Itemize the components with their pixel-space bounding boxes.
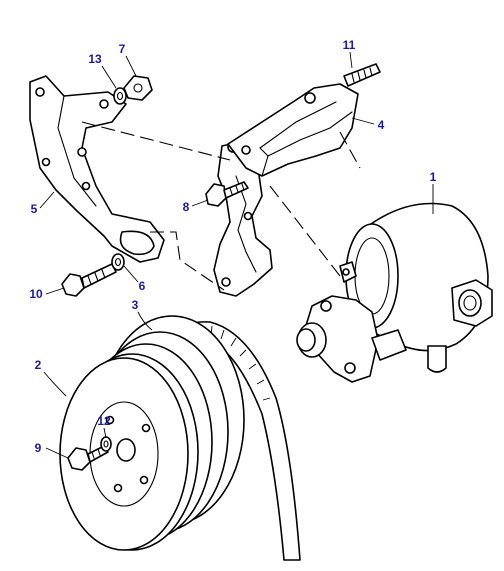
bolt-8 [205,181,249,207]
power-steering-pump [296,202,493,383]
washer-6 [111,253,125,271]
nut-7 [123,75,153,101]
crankshaft-pulley [59,315,245,551]
callout-leaders [39,51,434,459]
callout-4: 4 [378,118,385,132]
adjusting-bracket [227,83,359,177]
alignment-lines [81,121,361,291]
bolt-9 [67,445,109,471]
stud-11 [343,63,381,87]
bolt-10 [61,263,117,297]
callout-3: 3 [132,298,139,312]
callout-9: 9 [35,441,42,455]
callout-2: 2 [35,358,42,372]
callout-7: 7 [119,42,126,56]
callout-1: 1 [430,170,437,184]
washer-12 [100,436,112,452]
callout-8: 8 [183,200,190,214]
callout-11: 11 [343,38,356,52]
callout-12: 12 [97,414,111,428]
callout-10: 10 [29,287,43,301]
callout-13: 13 [88,52,102,66]
callout-numbers: 1 2 3 4 5 6 7 8 9 10 11 12 13 [29,38,436,455]
washer-13 [113,87,127,105]
callout-5: 5 [31,202,38,216]
mounting-bracket [29,75,165,263]
callout-6: 6 [139,279,146,293]
